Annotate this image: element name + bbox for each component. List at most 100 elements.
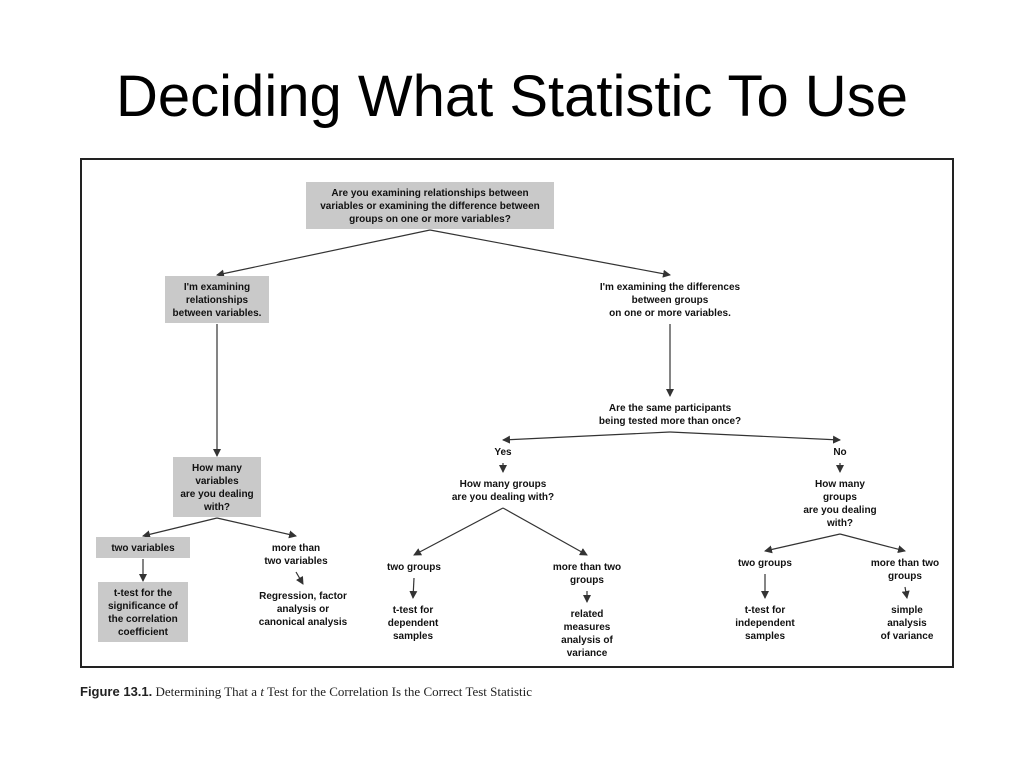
node-text-line: groups on one or more variables?: [349, 214, 511, 225]
node-howmanyvars: How many variables are you dealing with?: [173, 457, 261, 517]
node-ttestind: t-test for independent samples: [735, 605, 795, 642]
caption-text-t: t: [260, 684, 264, 699]
edge-moretwovars-to-regression: [295, 571, 304, 585]
edge-howmanyvars-to-twovars: [142, 517, 218, 539]
node-text-line: with?: [826, 518, 853, 529]
node-ttestcorr: t-test for the significance of the correla…: [98, 582, 188, 642]
node-text-line: analysis of: [561, 635, 613, 646]
node-text-line: I'm examining: [184, 282, 250, 293]
node-yes: Yes: [494, 447, 512, 458]
node-text-line: analysis or: [277, 604, 329, 615]
node-text-line: variables: [195, 476, 239, 487]
node-text-line: relationships: [186, 295, 249, 306]
node-box: [306, 182, 554, 229]
edge-howmanyvars-to-moretwovars: [216, 517, 297, 539]
edge-root-to-rel: [216, 229, 431, 278]
node-box: [98, 582, 188, 642]
node-text-line: coefficient: [118, 627, 169, 638]
node-text-line: Regression, factor: [259, 591, 347, 602]
node-text-line: being tested more than once?: [599, 416, 741, 427]
node-text-line: How many: [815, 479, 865, 490]
node-text-line: How many: [192, 463, 242, 474]
node-moretwo_y: more than two groups: [553, 562, 621, 586]
node-text-line: two groups: [738, 558, 792, 569]
node-hmg_yes: How many groups are you dealing with?: [452, 479, 554, 503]
edge-moretwo_n-to-simple: [901, 586, 910, 599]
caption-text-after: Test for the Correlation Is the Correct …: [266, 684, 533, 699]
edge-hmg_yes-to-moretwo_y: [502, 507, 588, 556]
node-moretwovars: more than two variables: [264, 543, 328, 567]
node-text-line: are you dealing: [180, 489, 253, 500]
node-related: related measures analysis of variance: [561, 609, 613, 659]
node-text-line: of variance: [881, 631, 934, 642]
edges-layer: [139, 229, 910, 603]
slide-title: Deciding What Statistic To Use: [116, 64, 908, 129]
node-text-line: Are the same participants: [609, 403, 732, 414]
node-same: Are the same participants being tested mo…: [599, 403, 741, 427]
node-text-line: more than two: [871, 558, 939, 569]
node-text-line: significance of: [108, 601, 179, 612]
node-text-line: Are you examining relationships between: [331, 188, 528, 199]
node-text-line: groups: [888, 571, 922, 582]
node-text-line: t-test for the: [114, 588, 173, 599]
node-moretwo_n: more than two groups: [871, 558, 939, 582]
node-text-line: canonical analysis: [259, 617, 348, 628]
node-hmg_no: How many groups are you dealing with?: [803, 479, 876, 529]
node-root: Are you examining relationships between v…: [306, 182, 554, 229]
caption-text-before: Determining That a: [155, 684, 258, 699]
node-text-line: on one or more variables.: [609, 308, 731, 319]
node-text-line: Yes: [494, 447, 512, 458]
caption-label: Figure 13.1.: [80, 684, 153, 699]
node-text-line: more than two: [553, 562, 621, 573]
node-twovars: two variables: [96, 537, 190, 558]
node-text-line: are you dealing with?: [452, 492, 554, 503]
node-text-line: How many groups: [460, 479, 547, 490]
edge-twogroups_y-to-ttestdep: [409, 577, 418, 599]
figure-caption: Figure 13.1. Determining That a t Test f…: [80, 684, 532, 700]
node-text-line: variance: [567, 648, 608, 659]
edge-hmg_no-to-twogroups_n: [764, 533, 841, 554]
node-text-line: between groups: [632, 295, 709, 306]
node-text-line: samples: [745, 631, 785, 642]
node-text-line: No: [833, 447, 846, 458]
node-text-line: measures: [564, 622, 611, 633]
edge-same-to-no: [669, 431, 841, 444]
node-text-line: independent: [735, 618, 795, 629]
node-text-line: two variables: [111, 543, 175, 554]
figure-frame: [80, 158, 954, 668]
node-text-line: the correlation: [108, 614, 177, 625]
node-text-line: samples: [393, 631, 433, 642]
edge-hmg_yes-to-twogroups_y: [413, 507, 504, 556]
node-box: [173, 457, 261, 517]
edge-root-to-diff: [429, 229, 671, 278]
nodes-layer: Are you examining relationships between v…: [96, 182, 939, 659]
edge-same-to-yes: [502, 431, 671, 444]
node-text-line: variables or examining the difference be…: [320, 201, 540, 212]
node-text-line: more than: [272, 543, 320, 554]
node-twogroups_y: two groups: [387, 562, 441, 573]
node-box: [165, 276, 269, 323]
node-text-line: t-test for: [393, 605, 434, 616]
node-text-line: groups: [823, 492, 857, 503]
node-text-line: two groups: [387, 562, 441, 573]
node-text-line: t-test for: [745, 605, 786, 616]
node-box: [96, 537, 190, 558]
node-text-line: I'm examining the differences: [600, 282, 741, 293]
node-simple: simple analysis of variance: [881, 605, 934, 642]
node-text-line: analysis: [887, 618, 927, 629]
node-text-line: dependent: [388, 618, 439, 629]
node-text-line: are you dealing: [803, 505, 876, 516]
node-text-line: simple: [891, 605, 923, 616]
node-regression: Regression, factor analysis or canonical a…: [259, 591, 348, 628]
edge-hmg_no-to-moretwo_n: [839, 533, 906, 554]
node-ttestdep: t-test for dependent samples: [388, 605, 439, 642]
node-text-line: related: [571, 609, 604, 620]
node-no: No: [833, 447, 846, 458]
node-text-line: with?: [203, 502, 230, 513]
node-diff: I'm examining the differences between gro…: [600, 282, 741, 319]
node-twogroups_n: two groups: [738, 558, 792, 569]
node-text-line: two variables: [264, 556, 328, 567]
node-text-line: groups: [570, 575, 604, 586]
